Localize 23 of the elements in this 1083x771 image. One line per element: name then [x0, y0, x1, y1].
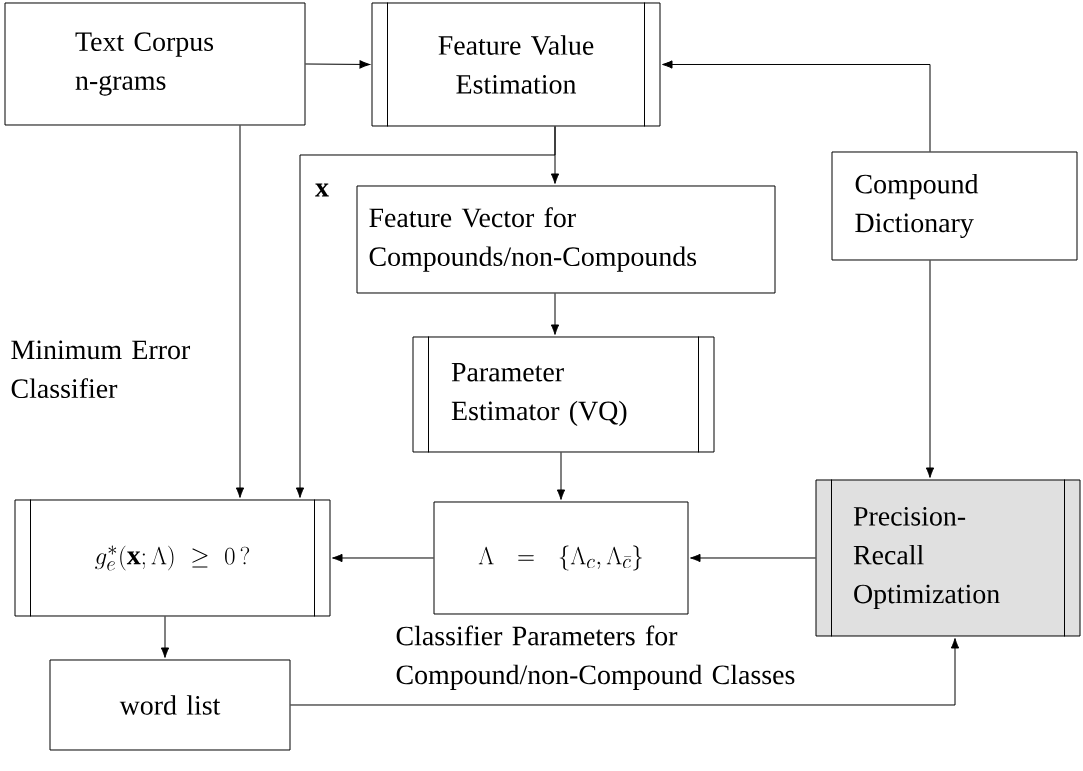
arrow: [295, 126, 556, 498]
arrow: [662, 60, 931, 152]
arrow: [160, 616, 170, 658]
arrow: [305, 60, 370, 69]
classifier-box: $g_{e}^{*}(\mathbf{x};\Lambda) \geq 0\,?$: [14, 499, 331, 617]
arrow: [235, 125, 245, 498]
process-box: Precision- Recall Optimization: [815, 479, 1081, 637]
arrow: [332, 553, 434, 563]
node-caption: Classifier Parameters for Compound/non-Compound Classes: [396, 625, 795, 690]
data-box: Compound Dictionary: [831, 151, 1078, 261]
edge-label: x: [314, 182, 330, 198]
process-box: Feature Value Estimation: [371, 2, 661, 127]
arrow: [925, 260, 935, 478]
output-box: word list: [49, 659, 291, 751]
node-caption: Minimum Error Classifier: [11, 340, 190, 399]
arrow: [690, 553, 816, 563]
arrow: [290, 638, 960, 706]
process-box: Parameter Estimator (VQ): [412, 336, 715, 453]
process-box: Text Corpus n-grams: [4, 2, 306, 126]
parameter-box: $\Lambda \;=\; \{\Lambda_{c},\Lambda_{\bar{c}}\}$: [433, 501, 689, 615]
arrow: [556, 452, 566, 500]
arrow: [550, 293, 560, 335]
process-box: Feature Vector for Compounds/non-Compounds: [356, 185, 776, 294]
